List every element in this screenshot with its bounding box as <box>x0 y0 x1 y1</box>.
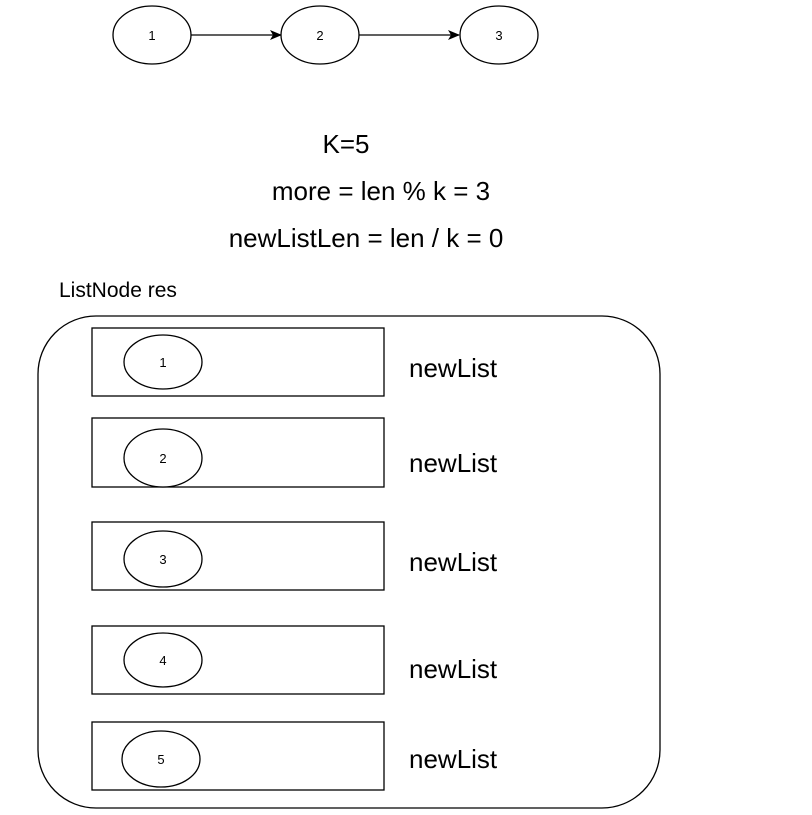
slot-label: newList <box>409 448 498 478</box>
result-slot: 5 newList <box>91 721 498 791</box>
result-slot: 1 newList <box>91 327 498 397</box>
result-slot: 3 newList <box>91 521 498 591</box>
slot-node-label: 4 <box>159 653 166 668</box>
slot-label: newList <box>409 547 498 577</box>
linked-list: 1 2 3 <box>112 5 539 65</box>
slot-node-label: 2 <box>159 451 166 466</box>
slot-node-label: 5 <box>157 752 164 767</box>
slot-label: newList <box>409 353 498 383</box>
slot-node-label: 3 <box>159 552 166 567</box>
k-value-text: K=5 <box>323 129 370 159</box>
list-node-3-label: 3 <box>495 28 502 43</box>
slot-label: newList <box>409 744 498 774</box>
list-node-1-label: 1 <box>148 28 155 43</box>
new-list-len-formula-text: newListLen = len / k = 0 <box>229 223 504 253</box>
slot-node <box>121 730 201 788</box>
result-slot: 4 newList <box>91 625 498 695</box>
result-slot: 2 newList <box>91 417 498 488</box>
list-node-2-label: 2 <box>316 28 323 43</box>
list-node-3 <box>459 5 539 65</box>
slot-node <box>123 334 203 390</box>
slot-node-label: 1 <box>159 355 166 370</box>
more-formula-text: more = len % k = 3 <box>272 176 490 206</box>
slot-node <box>123 428 203 488</box>
slot-node <box>123 632 203 688</box>
slot-node <box>123 530 203 588</box>
result-title: ListNode res <box>59 279 177 302</box>
slot-label: newList <box>409 654 498 684</box>
